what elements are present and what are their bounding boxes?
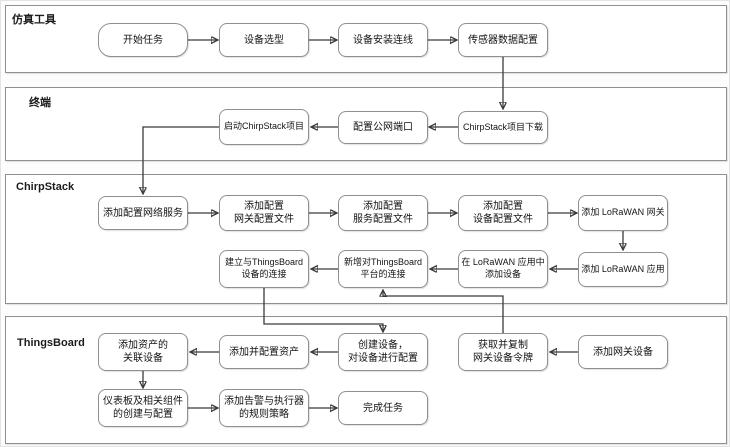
node-add-network-service: 添加配置网络服务 — [98, 196, 188, 230]
node-device-config-file: 添加配置 设备配置文件 — [458, 195, 548, 231]
node-launch-chirpstack: 启动ChirpStack项目 — [219, 109, 309, 145]
node-add-gateway-device: 添加网关设备 — [578, 335, 668, 369]
node-finish-task: 完成任务 — [338, 391, 428, 425]
node-thingsboard-platform-connection: 新增对ThingsBoard 平台的连接 — [338, 250, 428, 288]
node-thingsboard-device-connection: 建立与ThingsBoard 设备的连接 — [219, 250, 309, 288]
node-asset-related-devices: 添加资产的 关联设备 — [98, 333, 188, 371]
node-add-lorawan-app: 添加 LoRaWAN 应用 — [578, 252, 668, 287]
node-copy-gateway-token: 获取并复制 网关设备令牌 — [458, 333, 548, 371]
lane-label-chirpstack: ChirpStack — [16, 181, 75, 193]
node-add-device-in-app: 在 LoRaWAN 应用中 添加设备 — [458, 250, 548, 288]
node-dashboard-components: 仪表板及相关组件 的创建与配置 — [98, 389, 188, 427]
node-service-config-file: 添加配置 服务配置文件 — [338, 195, 428, 231]
node-alarm-actuator-rules: 添加告警与执行器 的规则策略 — [219, 389, 309, 427]
lane-label-terminal: 终端 — [29, 97, 51, 109]
node-add-lorawan-gateway: 添加 LoRaWAN 网关 — [578, 195, 668, 231]
node-start-task: 开始任务 — [98, 23, 188, 57]
node-gateway-config-file: 添加配置 网关配置文件 — [219, 195, 309, 231]
node-add-configure-asset: 添加并配置资产 — [219, 335, 309, 369]
node-sensor-data-config: 传感器数据配置 — [458, 23, 548, 57]
node-config-public-port: 配置公网端口 — [338, 111, 428, 144]
node-create-configure-device: 创建设备， 对设备进行配置 — [338, 333, 428, 371]
node-device-install-wiring: 设备安装连线 — [338, 23, 428, 57]
lane-label-thingsboard: ThingsBoard — [17, 337, 85, 349]
lane-label-simulation-tools: 仿真工具 — [12, 14, 56, 26]
node-chirpstack-download: ChirpStack项目下载 — [458, 111, 548, 144]
node-device-selection: 设备选型 — [219, 23, 309, 57]
